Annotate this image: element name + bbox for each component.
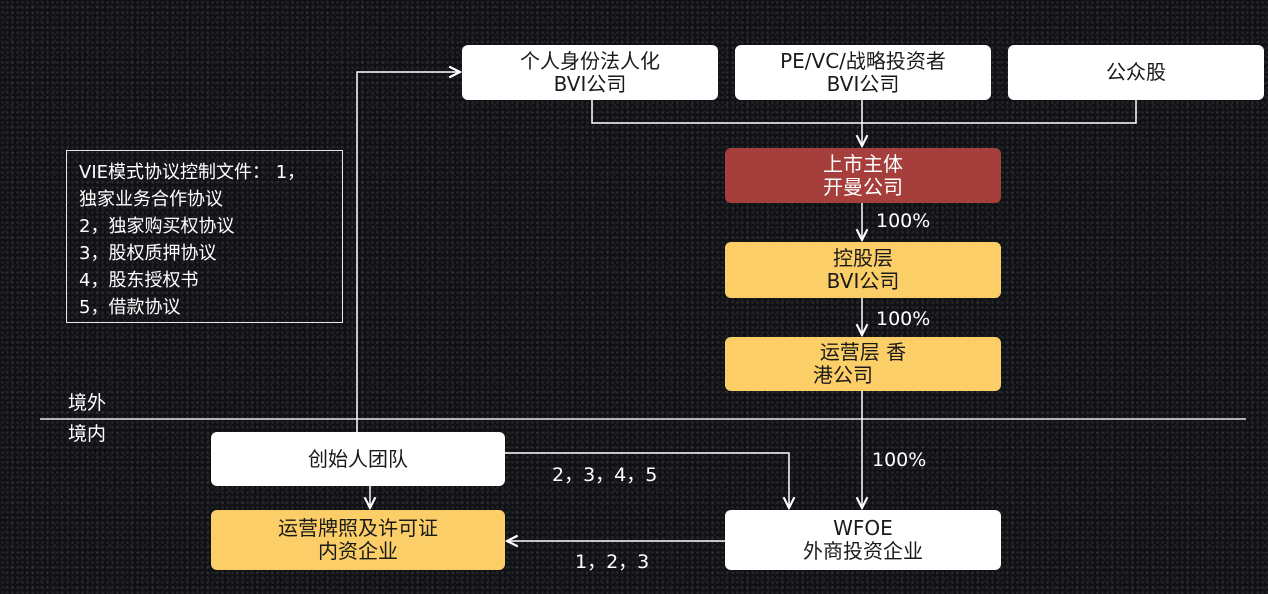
operating-hk-line-1: 运营层 香	[819, 340, 907, 364]
individual-bvi-line-1: 个人身份法人化	[520, 48, 660, 73]
edge-label-bvi-to-hk: 100%	[876, 308, 931, 330]
operating-hk-line-2: 港公司	[813, 363, 873, 387]
pe-vc-bvi-line-2: BVI公司	[826, 71, 900, 96]
edge-label-hk-to-wfoe: 100%	[872, 449, 927, 471]
domestic-company-box: 运营牌照及许可证 内资企业	[211, 510, 505, 570]
public-shares-label: 公众股	[1106, 60, 1166, 84]
individual-bvi-box: 个人身份法人化 BVI公司	[462, 45, 718, 100]
holding-bvi-line-1: 控股层	[833, 246, 893, 270]
vie-note-line-3: 2，独家购买权协议	[79, 216, 235, 237]
pe-vc-bvi-box: PE/VC/战略投资者 BVI公司	[735, 45, 991, 100]
vie-note-line-1: VIE模式协议控制文件： 1，	[79, 162, 306, 183]
wfoe-line-2: 外商投资企业	[803, 539, 923, 563]
domestic-company-line-2: 内资企业	[318, 539, 398, 563]
founder-team-box: 创始人团队	[211, 432, 505, 486]
bvi-merge-connector	[591, 100, 1137, 124]
founder-team-label: 创始人团队	[308, 446, 408, 471]
listed-entity-line-2: 开曼公司	[823, 174, 903, 199]
region-label-overseas: 境外	[68, 392, 107, 414]
edge-label-founder-to-wfoe: 2，3，4，5	[552, 464, 658, 486]
holding-bvi-line-2: BVI公司	[826, 269, 900, 293]
listed-entity-box: 上市主体 开曼公司	[725, 148, 1001, 203]
listed-entity-line-1: 上市主体	[823, 151, 903, 176]
operating-hk-box: 运营层 香 港公司	[725, 337, 1001, 391]
region-label-domestic: 境内	[68, 423, 107, 445]
arrow-founder-to-wfoe	[505, 452, 789, 508]
vie-agreements-note: VIE模式协议控制文件： 1， 独家业务合作协议 2，独家购买权协议 3，股权质…	[66, 150, 343, 323]
vie-note-line-4: 3，股权质押协议	[79, 243, 217, 264]
public-shares-box: 公众股	[1008, 45, 1264, 100]
wfoe-line-1: WFOE	[833, 516, 893, 540]
pe-vc-bvi-line-1: PE/VC/战略投资者	[780, 48, 946, 73]
vie-note-line-6: 5，借款协议	[79, 297, 181, 318]
arrow-founder-to-individual-bvi	[356, 72, 460, 432]
edge-label-wfoe-to-domestic: 1，2，3	[575, 551, 650, 573]
wfoe-box: WFOE 外商投资企业	[725, 510, 1001, 570]
vie-note-line-2: 独家业务合作协议	[79, 189, 223, 210]
edge-label-cayman-to-bvi: 100%	[876, 210, 931, 232]
individual-bvi-line-2: BVI公司	[553, 71, 627, 96]
vie-note-line-5: 4，股东授权书	[79, 270, 199, 291]
holding-bvi-box: 控股层 BVI公司	[725, 242, 1001, 298]
domestic-company-line-1: 运营牌照及许可证	[278, 516, 438, 540]
